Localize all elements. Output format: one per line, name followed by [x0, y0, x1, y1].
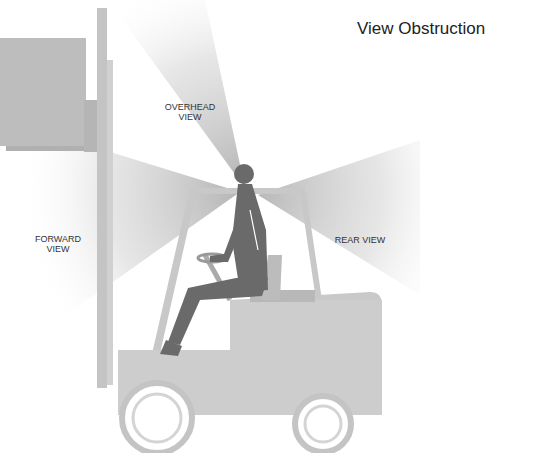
front-wheel-rim: [133, 394, 181, 442]
overhead-guard-rear: [300, 192, 322, 300]
view-label: REAR VIEW: [331, 235, 389, 245]
mast-rail: [107, 60, 113, 385]
rear-wheel-rim: [305, 406, 341, 442]
carriage: [84, 100, 98, 152]
rear-view-cone: [258, 140, 420, 295]
mast: [97, 8, 107, 388]
view-label: OVERHEAD VIEW: [161, 102, 219, 123]
rear-wheel: [295, 396, 351, 452]
title: View Obstruction: [357, 19, 485, 39]
view-label: FORWARD VIEW: [29, 234, 87, 255]
front-wheel: [122, 383, 192, 453]
arm-outline: [250, 210, 258, 250]
load-box: [0, 38, 86, 146]
forward-view-cone: [0, 118, 240, 362]
operator: [160, 164, 268, 356]
